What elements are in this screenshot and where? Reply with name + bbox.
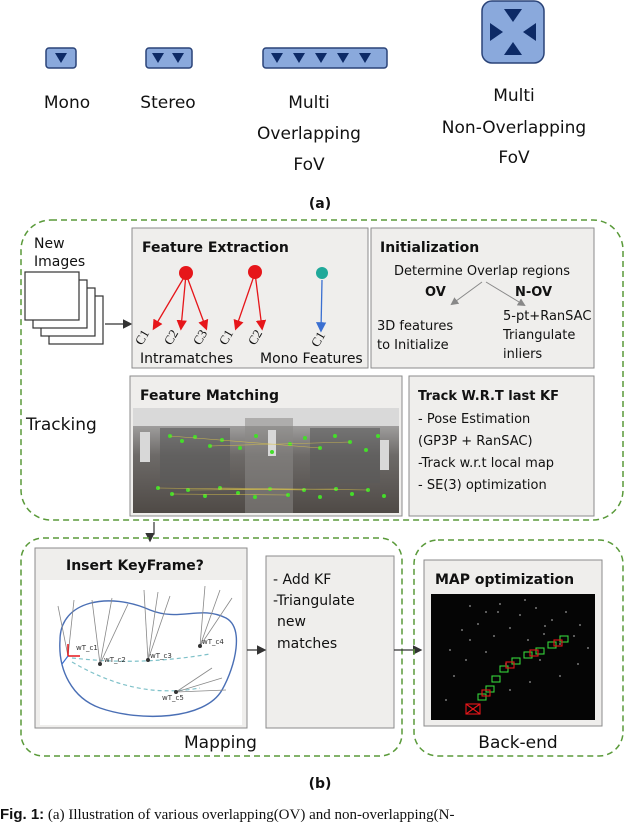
multi-overlapping-label-line-2: Overlapping [257,124,361,144]
track-title: Track W.R.T last KF [418,389,559,404]
mapping-steps-box: - Add KF -Triangulate new matches [265,555,395,729]
ov-text-line-1: 3D features [377,319,453,334]
nov-text-line-3: inliers [503,347,542,362]
insert-keyframe-title: Insert KeyFrame? [66,558,204,574]
camera-label: C3 [190,327,211,348]
mapping-step-2: -Triangulate [273,593,355,609]
feature-extraction-title: Feature Extraction [142,240,289,256]
feature-node [179,266,193,280]
mapping-step-4: matches [277,636,337,652]
camera-label: C2 [161,327,182,348]
stereo-label: Stereo [140,93,195,113]
pose-label: wT_c5 [162,694,184,702]
new-images-stack [24,271,104,345]
feature-matching-title: Feature Matching [140,388,279,404]
panel-a-sublabel: (a) [309,196,331,212]
initialization-title: Initialization [380,240,479,256]
camera-label: C1 [308,329,329,350]
camera-label: C1 [132,327,153,348]
keyframe-trajectory-diagram: wT_c1 wT_c2 wT_c3 wT_c4 wT_c5 [57,585,238,717]
figure-canvas: Mono Stereo Multi Overlapping FoV Multi … [20,0,624,792]
panel-a: Mono Stereo Multi Overlapping FoV Multi … [44,0,586,212]
map-optimization-box: MAP optimization [423,559,603,727]
caption-prefix: Fig. 1: [0,806,45,823]
panel-b-sublabel: (b) [309,776,332,792]
initialization-box: Initialization Determine Overlap regions… [370,227,595,369]
multi-non-overlapping-label-line-3: FoV [498,148,530,168]
track-wrt-last-kf-box: Track W.R.T last KF - Pose Estimation (G… [408,375,595,517]
track-step-2: (GP3P + RanSAC) [418,434,533,449]
feature-extraction-box: Feature Extraction C1 C2 C3 C1 C2 C1 Int… [131,227,369,369]
tracking-region [20,219,624,521]
track-step-4: - SE(3) optimization [418,478,547,493]
mono-feature-node [316,267,328,279]
nov-text-line-2: Triangulate [502,328,575,343]
ov-text-line-2: to Initialize [377,338,449,353]
figure-caption: Fig. 1: (a) Illustration of various over… [0,806,640,826]
multi-non-overlapping-label-line-1: Multi [493,86,535,106]
insert-keyframe-box: Insert KeyFrame? wT_c1 w [34,547,248,729]
ov-label: OV [425,285,446,300]
initialization-subtitle: Determine Overlap regions [394,264,570,279]
multi-non-overlapping-camera-icon [481,0,545,64]
new-images-label-line-2: Images [34,254,85,270]
stereo-camera-icon [145,47,193,69]
mono-camera-icon [45,47,77,69]
pose-label: wT_c4 [202,638,224,646]
multi-overlapping-camera-icon [262,47,388,69]
map-point-cloud-image [431,594,595,720]
backend-region [413,539,624,757]
feature-matching-box: Feature Matching [129,375,403,517]
backend-label: Back-end [478,733,557,753]
track-step-3: -Track w.r.t local map [418,456,554,471]
mapping-label: Mapping [184,733,257,753]
mapping-step-3: new [277,614,306,630]
mapping-step-1: - Add KF [273,572,331,588]
caption-text: (a) Illustration of various overlapping(… [47,807,455,823]
pose-label: wT_c3 [150,652,172,660]
camera-label: C2 [245,327,266,348]
pose-label: wT_c2 [104,656,126,664]
multi-overlapping-label-line-3: FoV [293,155,325,175]
map-optimization-title: MAP optimization [435,572,574,588]
mono-label: Mono [44,93,90,113]
mono-features-label: Mono Features [260,351,363,367]
multi-non-overlapping-label-line-2: Non-Overlapping [442,118,586,138]
pose-label: wT_c1 [76,644,98,652]
nov-text-line-1: 5-pt+RanSAC [503,309,591,324]
tracking-to-mapping-arrow [145,522,155,543]
feature-node [248,265,262,279]
nov-label: N-OV [515,285,552,300]
tracking-label: Tracking [25,415,97,435]
new-images-label-line-1: New [34,236,65,252]
multi-overlapping-label-line-1: Multi [288,93,330,113]
feature-matching-image [133,408,399,513]
track-step-1: - Pose Estimation [418,412,530,427]
camera-label: C1 [216,327,237,348]
intramatches-label: Intramatches [140,351,233,367]
